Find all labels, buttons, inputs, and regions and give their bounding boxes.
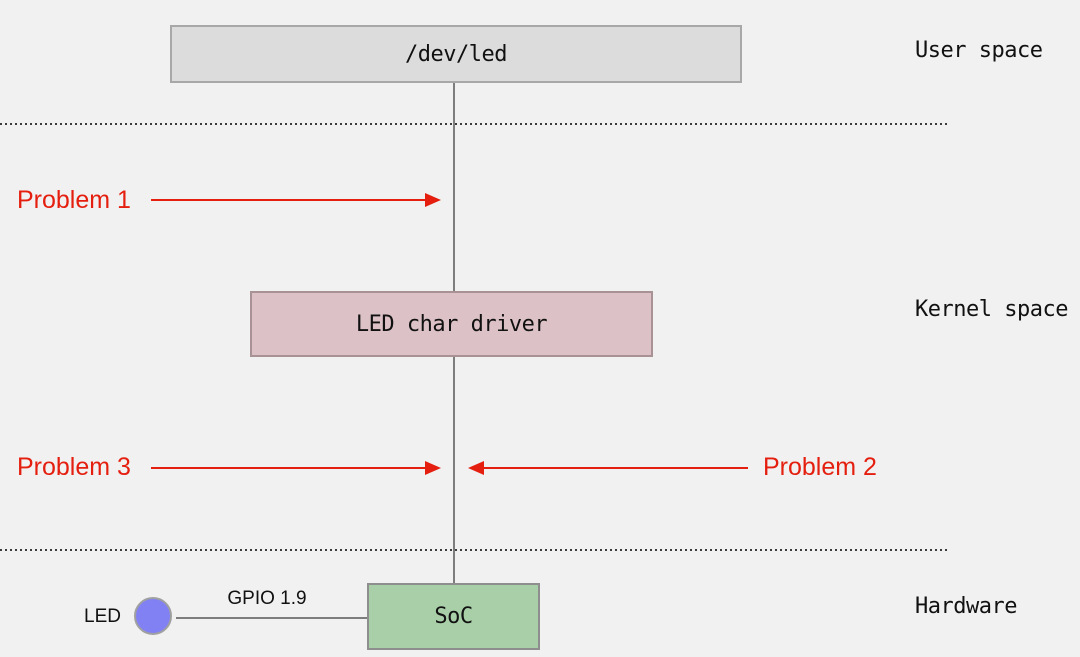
dev-led-node: /dev/led [170, 25, 742, 83]
problem-2-label: Problem 2 [763, 453, 877, 481]
user-space-layer-label: User space [915, 38, 1043, 63]
soc-node: SoC [367, 583, 540, 650]
led-label: LED [84, 606, 121, 627]
led-char-driver-node: LED char driver [250, 291, 653, 357]
problem-3-label: Problem 3 [17, 453, 131, 481]
problem-2-arrowhead-icon [468, 461, 484, 475]
gpio-label: GPIO 1.9 [227, 588, 307, 609]
problem-2-arrow-line [483, 467, 748, 469]
led-circle-icon [134, 597, 172, 635]
problem-3-arrow-line [151, 467, 427, 469]
gpio-connector-line [176, 617, 367, 619]
kernel-space-layer-label: Kernel space [915, 297, 1068, 322]
led-char-driver-label: LED char driver [355, 311, 548, 337]
hardware-layer-label: Hardware [915, 594, 1017, 619]
problem-1-arrow-line [151, 199, 427, 201]
problem-1-arrowhead-icon [425, 193, 441, 207]
problem-3-arrowhead-icon [425, 461, 441, 475]
soc-label: SoC [434, 604, 473, 629]
kernel-hardware-separator-line [0, 549, 948, 551]
problem-1-label: Problem 1 [17, 186, 131, 214]
user-kernel-separator-line [0, 123, 948, 125]
dev-led-label: /dev/led [405, 41, 507, 67]
